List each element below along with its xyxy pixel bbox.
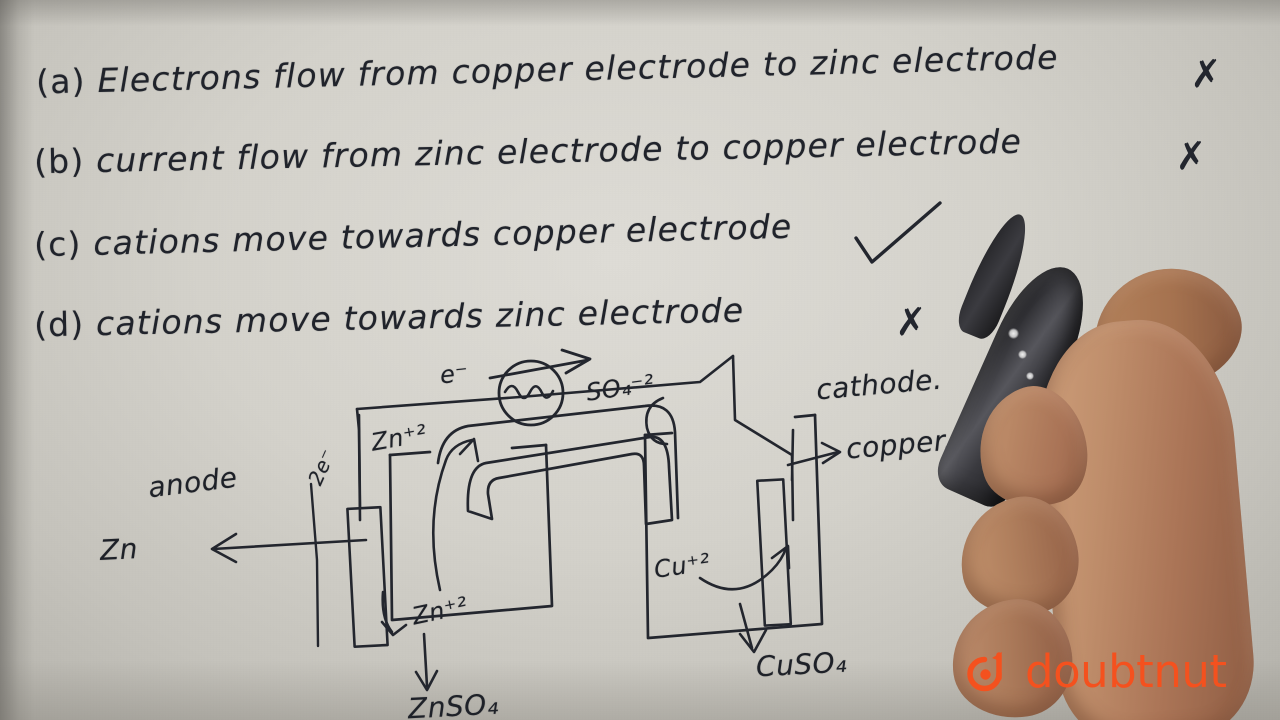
option-b-label: (b) [33, 141, 85, 182]
paper-shadow-left [0, 0, 34, 720]
paper-shadow-bottom [0, 660, 1280, 720]
diagram-label-left-solution: ZnSO₄ [407, 687, 500, 720]
option-b-cross-mark-icon: ✗ [1173, 133, 1208, 179]
diagram-label-right-solution: CuSO₄ [755, 645, 848, 684]
option-d-cross-mark-icon: ✗ [894, 299, 928, 345]
diagram-label-anode-metal: Zn [99, 532, 139, 567]
diagram-label-electron-flow: e⁻ [438, 358, 470, 390]
paper-shadow-top [0, 0, 1280, 26]
option-a-label: (a) [35, 61, 87, 102]
option-c-label: (c) [33, 224, 83, 265]
option-d-label: (d) [33, 304, 85, 345]
option-a-cross-mark-icon: ✗ [1189, 51, 1223, 97]
